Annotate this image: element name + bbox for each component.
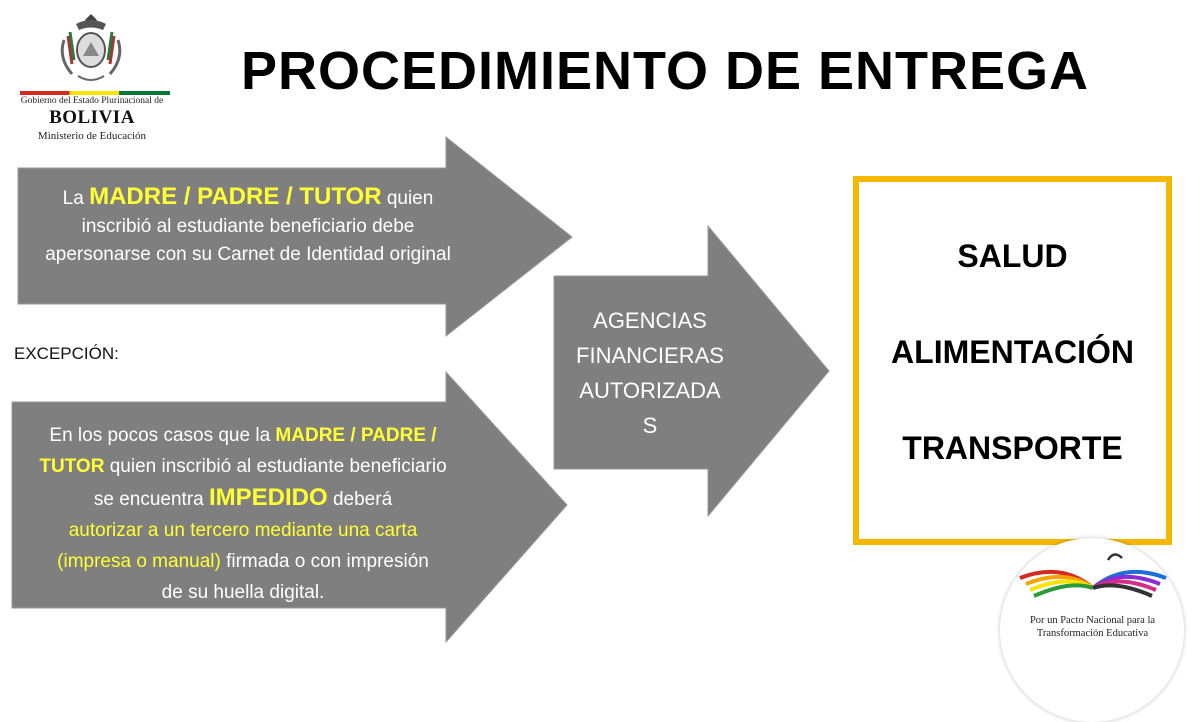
education-pact-logo: Por un Pacto Nacional para la Transforma… — [1000, 538, 1185, 722]
logo-caption-line1: Por un Pacto Nacional para la — [1029, 615, 1156, 626]
arrow-shapes — [11, 135, 830, 644]
page-title: PROCEDIMIENTO DE ENTREGA — [240, 41, 1090, 101]
step2-part5: firmada o con impresión — [226, 551, 429, 572]
step1-highlight: MADRE / PADRE / TUTOR — [89, 183, 382, 210]
open-book-icon — [1019, 553, 1167, 598]
bolivia-flag-stripe — [20, 91, 170, 95]
use-transport: TRANSPORTE — [902, 430, 1123, 466]
uses-box: SALUD ALIMENTACIÓN TRANSPORTE — [853, 176, 1172, 545]
step2-highlight1a: MADRE / PADRE / — [275, 425, 437, 446]
step2-part3: se encuentra — [93, 489, 204, 510]
step3-line1: AGENCIAS — [593, 308, 707, 333]
step3-line4: S — [642, 413, 658, 438]
step3-line2: FINANCIERAS — [576, 343, 724, 368]
step1-line3: apersonarse con su Carnet de Identidad o… — [45, 244, 451, 265]
step3-line3: AUTORIZADA — [579, 378, 721, 403]
step1-text: La MADRE / PADRE / TUTOR quien inscribió… — [28, 183, 468, 269]
logo-country-text: BOLIVIA — [49, 107, 135, 128]
step3-text: AGENCIAS FINANCIERAS AUTORIZADA S — [560, 303, 740, 443]
step2-part2: quien inscribió al estudiante beneficiar… — [109, 456, 447, 477]
step2-part6: de su huella digital. — [161, 582, 325, 603]
step1-rest: quien — [386, 188, 434, 209]
step2-highlight2: IMPEDIDO — [209, 484, 328, 511]
step2-highlight1b: TUTOR — [39, 456, 105, 477]
arrow-middle — [553, 224, 830, 518]
step1-line2: inscribió al estudiante beneficiario deb… — [81, 216, 415, 237]
step1-prefix: La — [62, 188, 84, 209]
use-food: ALIMENTACIÓN — [891, 334, 1134, 370]
arrow-top — [17, 135, 573, 338]
step2-highlight3b: (impresa o manual) — [57, 551, 221, 572]
arrow-bottom — [11, 370, 568, 644]
step2-text: En los pocos casos que la MADRE / PADRE … — [18, 420, 468, 608]
step2-part1: En los pocos casos que la — [49, 425, 271, 446]
exception-label: EXCEPCIÓN: — [14, 344, 119, 363]
step2-part4: deberá — [332, 489, 393, 510]
logo-ministry-text: Ministerio de Educación — [37, 130, 147, 142]
step2-highlight3a: autorizar a un tercero mediante una cart… — [68, 520, 418, 541]
logo-caption-line2: Transformación Educativa — [1036, 628, 1149, 639]
logo-government-text: Gobierno del Estado Plurinacional de — [20, 96, 164, 106]
bolivia-coat-of-arms-icon — [60, 14, 122, 81]
use-health: SALUD — [957, 238, 1068, 274]
bolivia-ministry-logo: Gobierno del Estado Plurinacional de BOL… — [8, 10, 173, 142]
logo-caption: Por un Pacto Nacional para la Transforma… — [1000, 614, 1185, 640]
